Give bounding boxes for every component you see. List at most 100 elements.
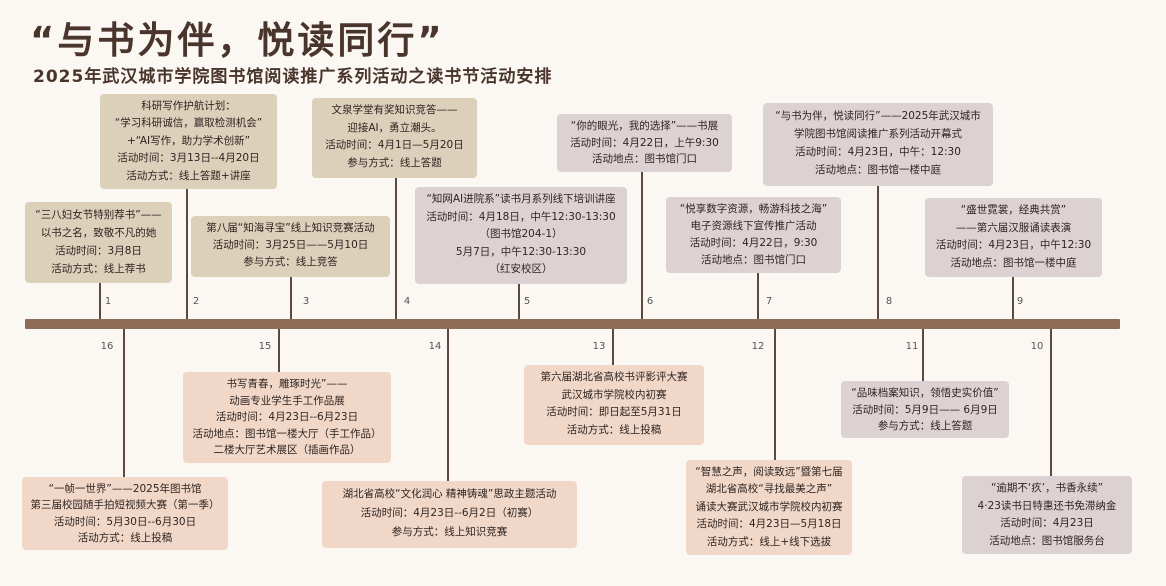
event-card-15: 书写青春，雕琢时光”—— 动画专业学生手工作品展 活动时间：4月23日--6月2… (183, 372, 391, 463)
event-2-line: 活动时间：3月13日--4月20日 (117, 152, 260, 165)
event-card-4: 文泉学堂有奖知识竞答—— 迎接AI，勇立潮头。 活动时间：4月1日—5月20日 … (312, 98, 477, 178)
event-2-line: 活动方式：线上答题+讲座 (126, 169, 251, 182)
event-16-line: “一帧一世界”——2025年图书馆 (48, 483, 202, 495)
event-13-line: 第六届湖北省高校书评影评大赛 (540, 371, 688, 383)
event-10-line: “逾期不‘疚’，书香永续” (990, 482, 1104, 494)
stem-1 (99, 283, 101, 320)
timeline-number-14: 14 (428, 341, 442, 352)
event-3-line: 第八届“知海寻宝”线上知识竞赛活动 (206, 222, 375, 234)
event-card-13: 第六届湖北省高校书评影评大赛 武汉城市学院校内初赛 活动时间：即日起至5月31日… (524, 365, 704, 445)
timeline-number-3: 3 (302, 296, 310, 307)
timeline-number-7: 7 (765, 296, 773, 307)
event-15-line: 二楼大厅艺术展区（插画作品） (213, 444, 361, 457)
page-title: “与书为伴，悦读同行” (30, 19, 445, 62)
timeline-number-8: 8 (885, 296, 893, 307)
event-8-line: 活动地点：图书馆一楼中庭 (815, 164, 941, 176)
event-4-line: 文泉学堂有奖知识竞答—— (331, 104, 458, 116)
stem-2 (186, 189, 188, 320)
stem-6 (641, 172, 643, 320)
event-card-6: “你的眼光，我的选择”——书展 活动时间：4月22日，上午9:30 活动地点：图… (557, 114, 732, 172)
event-15-line: 书写青春，雕琢时光”—— (226, 378, 348, 390)
event-8-line: 活动时间：4月23日，中午：12:30 (795, 146, 961, 158)
event-8-line: “与书为伴，悦读同行”——2025年武汉城市 (775, 110, 981, 122)
event-11-line: 参与方式：线上答题 (877, 420, 973, 432)
event-card-7: “悦享数字资源，畅游科技之海” 电子资源线下宣传推广活动 活动时间：4月22日，… (666, 197, 841, 273)
event-card-14: 湖北省高校“文化润心 精神铸魂”思政主题活动 活动时间：4月23日--6月2日（… (322, 481, 577, 548)
event-card-1: “三八妇女节特别荐书”—— 以书之名，致敬不凡的她 活动时间：3月8日 活动方式… (25, 202, 172, 283)
stem-15 (278, 329, 280, 372)
event-13-line: 武汉城市学院校内初赛 (561, 388, 667, 401)
event-16-line: 第三届校园随手拍短视频大赛（第一季） (30, 499, 220, 512)
stem-12 (774, 329, 776, 460)
event-12-line: 活动方式：线上+线下选拔 (706, 535, 832, 548)
event-5-line: 活动时间：4月18日，中午12:30-13:30 (426, 210, 616, 223)
event-card-10: “逾期不‘疚’，书香永续” 4·23读书日特惠还书免滞纳金 活动时间：4月23日… (962, 476, 1132, 554)
event-card-8: “与书为伴，悦读同行”——2025年武汉城市 学院图书馆阅读推广系列活动开幕式 … (763, 103, 993, 186)
timeline-number-1: 1 (104, 296, 112, 307)
stem-9 (1012, 277, 1014, 320)
event-4-line: 迎接AI，勇立潮头。 (347, 121, 442, 134)
event-card-16: “一帧一世界”——2025年图书馆 第三届校园随手拍短视频大赛（第一季） 活动时… (22, 477, 228, 550)
timeline-number-2: 2 (192, 296, 200, 307)
event-5-line: （图书馆204-1） (479, 228, 563, 240)
stem-5 (518, 284, 520, 320)
event-5-line: （红安校区） (489, 263, 553, 275)
event-10-line: 活动地点：图书馆服务台 (989, 534, 1105, 547)
event-1-line: 以书之名，致敬不凡的她 (40, 227, 157, 239)
timeline-number-12: 12 (751, 341, 765, 352)
event-card-3: 第八届“知海寻宝”线上知识竞赛活动 活动时间：3月25日——5月10日 参与方式… (191, 216, 390, 277)
timeline-number-4: 4 (403, 296, 411, 307)
event-9-line: 活动地点：图书馆一楼中庭 (950, 256, 1077, 269)
timeline-number-9: 9 (1016, 296, 1024, 307)
event-2-line: “学习科研诚信，赢取检测机会” (114, 117, 263, 130)
event-6-line: 活动地点：图书馆门口 (592, 153, 697, 165)
event-9-line: ——第六届汉服诵读表演 (955, 221, 1072, 234)
event-16-line: 活动方式：线上投稿 (77, 531, 173, 544)
event-11-line: 活动时间：5月9日—— 6月9日 (852, 403, 998, 416)
event-3-line: 参与方式：线上竞答 (243, 256, 338, 268)
event-7-line: “悦享数字资源，畅游科技之海” (679, 203, 828, 215)
stem-3 (290, 277, 292, 320)
timeline-number-16: 16 (100, 341, 114, 352)
event-10-line: 4·23读书日特惠还书免滞纳金 (977, 499, 1117, 512)
event-card-9: “盛世霓裳，经典共赏” ——第六届汉服诵读表演 活动时间：4月23日，中午12:… (925, 198, 1102, 277)
event-13-line: 活动时间：即日起至5月31日 (546, 406, 682, 418)
timeline-number-11: 11 (905, 341, 919, 352)
event-12-line: “智慧之声，阅读致远”暨第七届 (695, 466, 843, 478)
event-5-line: “知网AI进院系”读书月系列线下培训讲座 (426, 193, 616, 205)
event-3-line: 活动时间：3月25日——5月10日 (212, 239, 369, 251)
event-7-line: 活动时间：4月22日，9:30 (689, 237, 818, 249)
event-card-12: “智慧之声，阅读致远”暨第七届 湖北省高校“寻找最美之声” 诵读大赛武汉城市学院… (686, 460, 852, 555)
event-9-line: 活动时间：4月23日，中午12:30 (935, 239, 1092, 251)
event-14-line: 参与方式：线上知识竞赛 (391, 526, 508, 538)
event-15-line: 动画专业学生手工作品展 (229, 394, 345, 407)
timeline-number-5: 5 (523, 296, 531, 307)
event-1-line: “三八妇女节特别荐书”—— (35, 209, 162, 221)
event-card-11: “品味档案知识，领悟史实价值” 活动时间：5月9日—— 6月9日 参与方式：线上… (841, 381, 1009, 438)
event-13-line: 活动方式：线上投稿 (566, 423, 662, 436)
event-card-5: “知网AI进院系”读书月系列线下培训讲座 活动时间：4月18日，中午12:30-… (415, 187, 627, 284)
stem-16 (123, 329, 125, 477)
event-10-line: 活动时间：4月23日 (1000, 517, 1094, 529)
event-5-line: 5月7日，中午12:30-13:30 (455, 245, 587, 258)
timeline-number-15: 15 (258, 341, 272, 352)
event-12-line: 湖北省高校“寻找最美之声” (705, 483, 833, 496)
event-4-line: 参与方式：线上答题 (347, 156, 442, 169)
event-card-2: 科研写作护航计划： “学习科研诚信，赢取检测机会” +“AI写作，助力学术创新”… (100, 94, 277, 189)
event-14-line: 活动时间：4月23日--6月2日（初赛） (360, 507, 539, 519)
event-9-line: “盛世霓裳，经典共赏” (960, 204, 1067, 216)
stem-7 (757, 273, 759, 320)
timeline-axis (25, 319, 1120, 329)
event-15-line: 活动时间：4月23日--6月23日 (215, 411, 359, 424)
event-12-line: 诵读大赛武汉城市学院校内初赛 (695, 500, 843, 513)
stem-8 (877, 186, 879, 320)
timeline-number-10: 10 (1030, 341, 1044, 352)
event-12-line: 活动时间：4月23日—5月18日 (696, 518, 842, 531)
timeline-number-6: 6 (646, 296, 654, 307)
event-6-line: “你的眼光，我的选择”——书展 (570, 120, 719, 132)
event-2-line: +“AI写作，助力学术创新” (126, 134, 251, 147)
event-7-line: 活动地点：图书馆门口 (701, 254, 806, 266)
stem-14 (447, 329, 449, 481)
event-11-line: “品味档案知识，领悟史实价值” (851, 387, 999, 399)
stem-11 (922, 329, 924, 381)
